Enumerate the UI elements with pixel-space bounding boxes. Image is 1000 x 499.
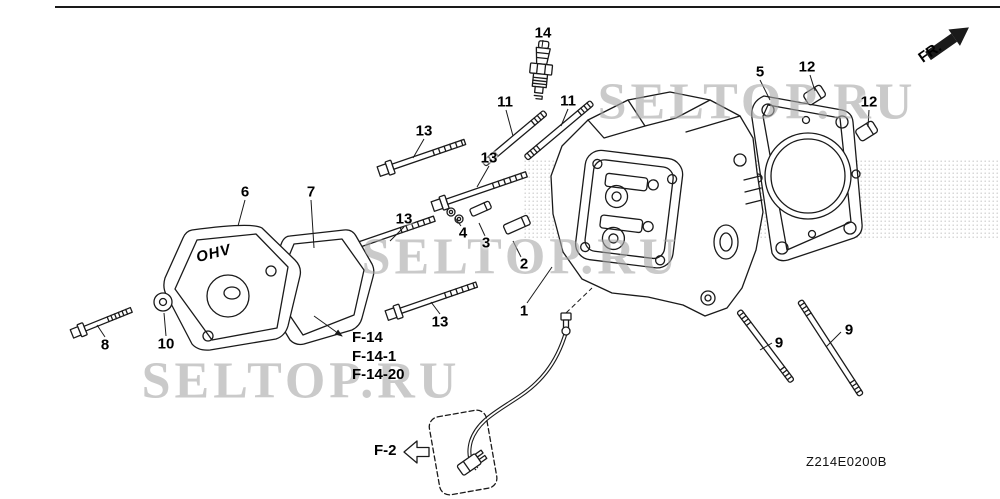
tube-screw xyxy=(560,312,572,336)
stud-bolt xyxy=(736,309,795,383)
cylinder-head xyxy=(550,91,764,317)
head-gasket xyxy=(751,95,863,262)
part-label-7: 7 xyxy=(306,183,316,201)
flange-bolt xyxy=(376,138,467,177)
cap-nut xyxy=(803,84,827,106)
part-label-14: 14 xyxy=(534,24,552,42)
part-label-2: 2 xyxy=(519,255,529,273)
ref-label-f14-1: F-14-1 xyxy=(352,348,397,365)
breather-tube xyxy=(467,331,568,471)
part-label-13: 13 xyxy=(480,149,498,167)
diagram-code: Z214E0200B xyxy=(806,454,887,469)
part-label-13: 13 xyxy=(415,122,433,140)
stud-bolt xyxy=(524,100,594,161)
spark-plug xyxy=(529,40,554,100)
part-label-11: 11 xyxy=(560,92,576,110)
washer-pair xyxy=(446,207,464,224)
bolt xyxy=(69,306,133,339)
ref-label-f14: F-14 xyxy=(352,329,383,346)
part-label-8: 8 xyxy=(100,336,110,354)
f14-reference-arrow xyxy=(313,315,343,337)
part-label-4: 4 xyxy=(458,224,468,242)
part-label-5: 5 xyxy=(755,63,765,81)
part-label-9: 9 xyxy=(774,334,784,352)
f2-arrow-icon xyxy=(403,440,430,464)
part-label-13: 13 xyxy=(431,313,449,331)
valve-cover xyxy=(163,224,302,351)
fr-direction-arrow xyxy=(925,27,969,61)
stud-bolt xyxy=(797,299,864,397)
dowel-pin xyxy=(469,200,492,217)
ref-label-f14-20: F-14-20 xyxy=(352,366,405,383)
ref-label-f2: F-2 xyxy=(374,442,397,459)
f2-dashed-box xyxy=(428,409,498,496)
f2-connector xyxy=(456,449,488,476)
part-label-9: 9 xyxy=(844,321,854,339)
leader-lines xyxy=(96,39,870,351)
part-label-1: 1 xyxy=(519,302,529,320)
part-label-11: 11 xyxy=(497,93,513,111)
part-label-12: 12 xyxy=(798,58,816,76)
part-label-12: 12 xyxy=(860,93,878,111)
cap-nut xyxy=(855,120,879,142)
flange-bolt xyxy=(384,281,479,321)
part-label-6: 6 xyxy=(240,183,250,201)
part-label-3: 3 xyxy=(481,234,491,252)
grommet xyxy=(153,292,173,312)
dowel-pin xyxy=(502,214,531,235)
flange-bolt xyxy=(430,171,528,212)
part-label-10: 10 xyxy=(157,335,175,353)
part-label-13: 13 xyxy=(395,210,413,228)
